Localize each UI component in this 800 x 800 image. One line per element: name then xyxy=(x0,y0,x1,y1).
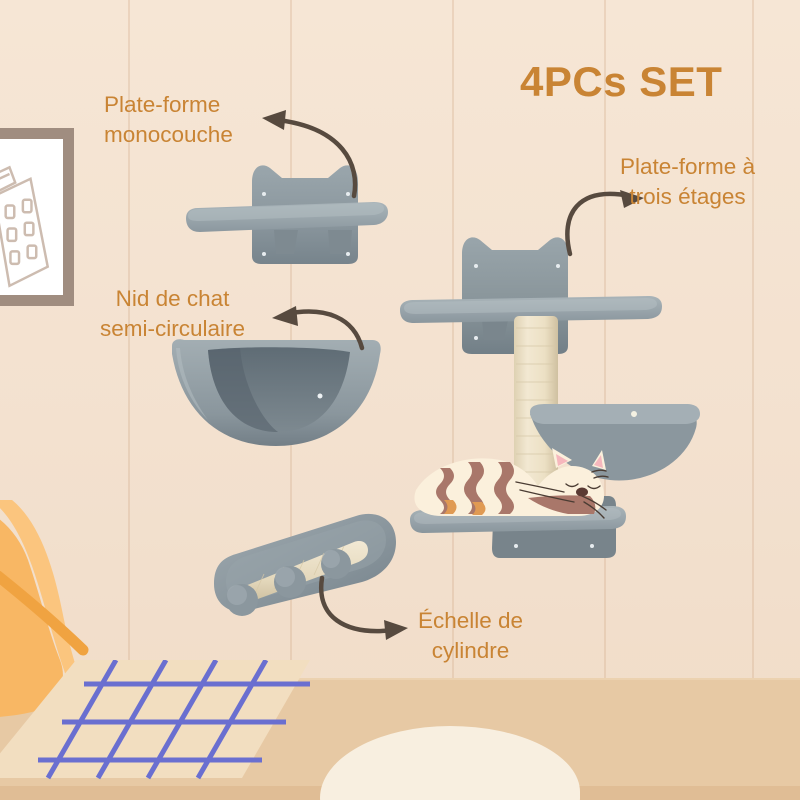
label-three-tier-platform: Plate-forme à trois étages xyxy=(620,152,755,213)
blue-grid-rug xyxy=(0,660,400,790)
wall-seam xyxy=(604,0,606,720)
label-line-2: trois étages xyxy=(629,184,746,210)
framed-wall-art xyxy=(0,128,74,306)
label-line-2: monocouche xyxy=(104,122,233,148)
label-single-layer-platform: Plate-forme monocouche xyxy=(104,90,233,151)
label-line-1: Nid de chat xyxy=(115,286,230,311)
wall-seam xyxy=(128,0,130,720)
sleeping-cat-illustration xyxy=(414,448,609,519)
product-single-layer-platform[interactable] xyxy=(178,158,400,276)
arrow-to-three-tier-platform xyxy=(556,150,656,260)
wall-seam xyxy=(752,0,754,720)
product-cylinder-ladder[interactable] xyxy=(206,512,402,616)
label-line-1: Plate-forme xyxy=(104,92,221,117)
product-semicircular-cat-nest[interactable] xyxy=(168,336,386,452)
label-line-1: Échelle de xyxy=(418,608,524,633)
wall-background xyxy=(0,0,800,720)
wall-seam xyxy=(452,0,454,720)
arrow-to-single-layer-platform xyxy=(246,108,366,200)
page-title: 4PCs SET xyxy=(520,58,723,105)
label-cylinder-ladder: Échelle de cylindre xyxy=(418,606,523,667)
label-line-2: semi-circulaire xyxy=(100,316,246,342)
label-line-1: Plate-forme à xyxy=(620,154,756,179)
arrow-to-semicircular-cat-nest xyxy=(258,300,368,360)
label-line-2: cylindre xyxy=(431,638,510,664)
product-three-tier-platform[interactable] xyxy=(396,228,700,560)
arrow-to-cylinder-ladder xyxy=(316,568,426,648)
label-semicircular-cat-nest: Nid de chat semi-circulaire xyxy=(100,284,245,345)
